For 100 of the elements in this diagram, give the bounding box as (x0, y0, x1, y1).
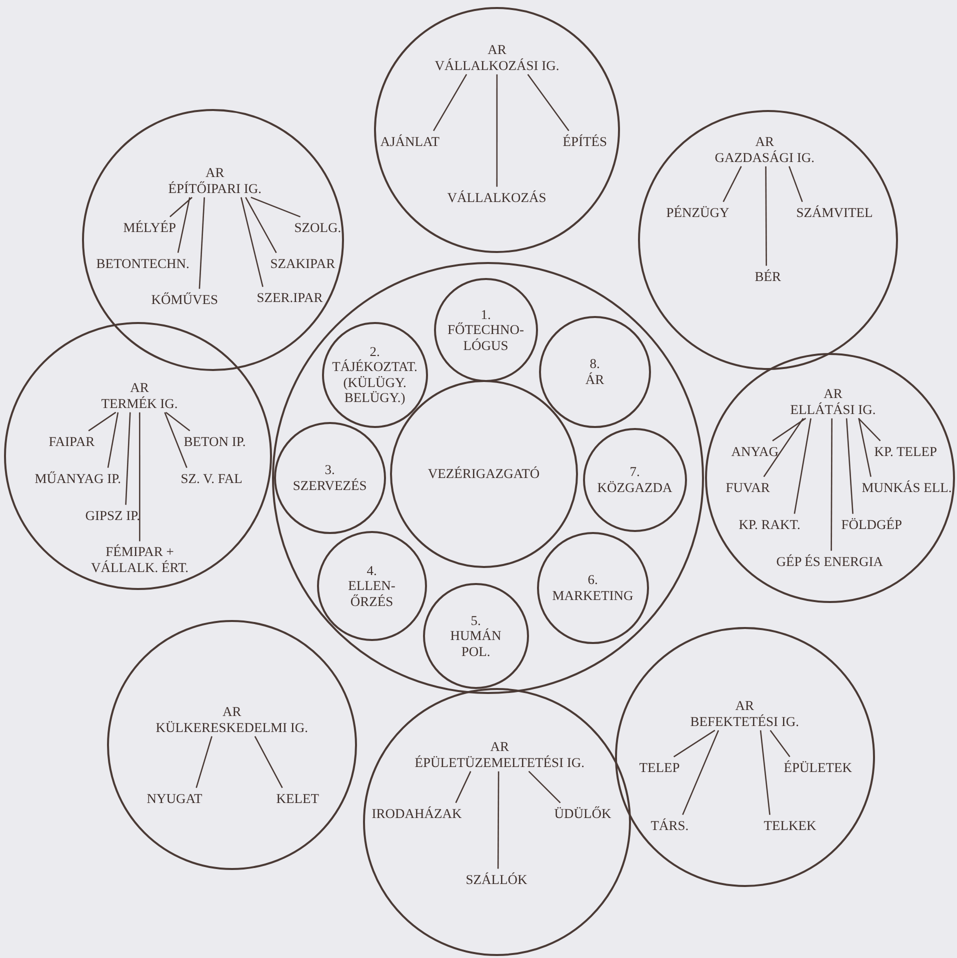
connector-line (770, 730, 790, 758)
unit-label: KP. RAKT. (738, 516, 800, 532)
connector-line (432, 74, 468, 132)
unit-label: FÖLDGÉP (841, 516, 902, 532)
connector-line (177, 197, 190, 253)
heading-line: AR (204, 165, 226, 181)
heading-line: TERMÉK IG. (101, 396, 178, 412)
department-name: VEZÉRIGAZGATÓ (428, 466, 540, 482)
connector-line (763, 418, 804, 478)
department-circle (274, 422, 386, 534)
organization-circle (107, 620, 357, 870)
unit-label: FÉMIPAR + VÁLLALK. ÉRT. (80, 544, 200, 576)
unit-label: KELET (276, 790, 320, 806)
unit-label: MŰANYAG IP. (34, 470, 122, 486)
heading-line: AR (486, 42, 508, 58)
connector-line (125, 412, 131, 505)
connector-line (164, 412, 188, 468)
connector-line (527, 74, 570, 132)
connector-line (245, 197, 277, 254)
connector-line (254, 736, 283, 788)
department-circle (582, 428, 687, 532)
connector-line (858, 418, 872, 477)
department-name: 5. (470, 612, 481, 628)
connector-line (88, 412, 116, 432)
unit-label: ÉPÜLETEK (784, 760, 852, 776)
unit-label: FAIPAR (48, 434, 95, 450)
unit-label: MUNKÁS ELL. (862, 480, 952, 496)
connector-line (846, 418, 854, 514)
unit-label: MÉLYÉP (123, 220, 176, 236)
heading-line: AR (489, 739, 510, 755)
department-circle (536, 532, 649, 644)
connector-line (788, 166, 803, 202)
heading-line: VÁLLALKOZÁSI IG. (434, 58, 560, 74)
unit-label: ÉPÍTÉS (562, 134, 608, 150)
department-name: 1. (480, 306, 491, 322)
connector-line (107, 412, 119, 468)
organization-circle (4, 322, 272, 590)
heading-line: BEFEKTETÉSI IG. (690, 714, 800, 730)
heading-line: AR (734, 698, 756, 714)
connector-line (765, 166, 767, 266)
heading-line: KÜLKERESKEDELMI IG. (156, 720, 308, 736)
unit-label: BETONTECHN. (96, 256, 190, 272)
department-name: 7. (630, 464, 640, 480)
connector-line (496, 74, 498, 187)
unit-label: VÁLLALKOZÁS (447, 190, 546, 206)
department-name: SZERVEZÉS (292, 478, 367, 494)
department-name: 3. (324, 462, 335, 478)
unit-label: SZÁMVITEL (796, 204, 873, 220)
department-name: MARKETING (552, 588, 634, 604)
unit-label: SZER.IPAR (256, 290, 323, 306)
connector-line (196, 736, 212, 788)
connector-line (722, 166, 742, 202)
connector-line (673, 730, 716, 758)
department-name: 6. (588, 572, 598, 588)
organization-circle (638, 110, 898, 370)
connector-line (497, 771, 500, 869)
department-name: 4. (366, 562, 377, 578)
unit-label: ANYAG (731, 444, 779, 460)
department-name: FŐTECHNO-LÓGUS (446, 322, 526, 354)
connector-line (772, 418, 806, 442)
department-name: 2. (370, 344, 380, 359)
connector-line (250, 196, 301, 218)
department-circle (322, 322, 428, 428)
heading-line: AR (754, 134, 776, 150)
department-circle (316, 530, 427, 641)
unit-label: SZOLG. (294, 220, 342, 236)
unit-label: AJÁNLAT (380, 134, 440, 150)
unit-label: FUVAR (726, 480, 770, 496)
unit-label: KP. TELEP (874, 444, 938, 460)
organization-circle (705, 353, 955, 603)
unit-label: GÉP ÉS ENERGIA (776, 554, 884, 570)
connector-line (455, 771, 472, 804)
unit-label: TÁRS. (650, 818, 689, 834)
connector-line (240, 197, 264, 287)
unit-label: SZAKIPAR (270, 256, 336, 272)
connector-line (138, 412, 140, 542)
department-name: 8. (590, 356, 600, 372)
connector-line (165, 412, 190, 432)
heading-line: ÉPÜLETÜZEMELTETÉSI IG. (414, 754, 585, 770)
heading-line: ELLÁTÁSI IG. (790, 402, 876, 418)
heading-line: GAZDASÁGI IG. (714, 150, 815, 166)
heading-line: ÉPÍTŐIPARI IG. (168, 180, 262, 196)
unit-label: TELEP (639, 760, 680, 776)
connector-line (682, 730, 720, 816)
heading-line: AR (129, 380, 150, 396)
unit-label: BÉR (754, 268, 782, 284)
organization-circle (615, 627, 875, 887)
department-name: TÁJÉKOZTAT. (KÜLÜGY. BELÜGY.) (331, 359, 418, 406)
connector-line (170, 196, 192, 218)
department-name: ELLEN-ŐRZÉS (347, 578, 396, 610)
organization-circle (363, 688, 631, 956)
unit-label: PÉNZÜGY (666, 204, 730, 220)
department-circle (422, 582, 529, 689)
unit-label: ÜDÜLŐK (554, 806, 612, 822)
connector-line (528, 770, 561, 804)
heading-line: AR (222, 704, 242, 720)
unit-label: NYUGAT (146, 790, 202, 806)
unit-label: SZÁLLÓK (466, 872, 528, 888)
connector-line (198, 197, 205, 289)
unit-label: KŐMŰVES (151, 292, 218, 308)
